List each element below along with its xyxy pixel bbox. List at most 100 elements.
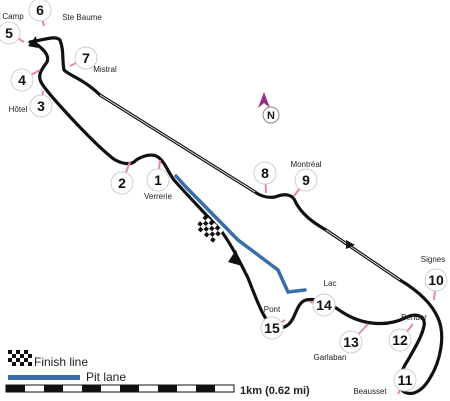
checker-square [199, 218, 206, 224]
checker-square [194, 224, 201, 230]
corner-number: 1 [154, 172, 162, 188]
checker-square [200, 229, 207, 235]
checker-square [28, 350, 32, 354]
corner-14: 14 Lac [309, 279, 337, 317]
corner-number: 12 [392, 332, 408, 348]
checker-square [20, 362, 24, 366]
legend: Finish line Pit lane 1km (0.62 mi) [5, 350, 310, 397]
corner-badge [74, 46, 98, 70]
checker-square [24, 362, 28, 366]
direction-arrow-start [228, 250, 242, 266]
corner-badge [29, 94, 53, 118]
corner-3: 3 Hôtel [9, 90, 53, 118]
scale-segment [158, 385, 177, 392]
checker-square [203, 231, 210, 238]
checker-square [209, 225, 215, 232]
scale-segment [82, 385, 101, 392]
scale-segment [6, 385, 25, 392]
checker-square [202, 214, 209, 221]
corner-badge [146, 168, 170, 192]
corner-name: Bendor [401, 313, 427, 322]
checker-square [12, 362, 16, 366]
legend-finish-icon [8, 350, 32, 366]
checker-square [20, 354, 24, 358]
checker-square [217, 227, 224, 234]
checker-square [215, 230, 221, 237]
corner-badge [294, 168, 318, 192]
corner-badge [339, 330, 363, 354]
corner-name: Mistral [93, 65, 117, 74]
checker-square [212, 228, 218, 234]
finish-line-flag [194, 214, 224, 243]
corner-number: 9 [302, 172, 310, 188]
corner-number: 7 [82, 50, 90, 66]
corner-number: 6 [36, 2, 44, 18]
corner-name: Hôtel [9, 105, 28, 114]
corner-number: 13 [343, 334, 359, 350]
checker-square [203, 226, 210, 232]
checker-square [197, 221, 203, 227]
corner-number: 8 [261, 165, 269, 181]
direction-arrow-mistral-straight [346, 240, 355, 249]
corner-badge [28, 0, 52, 22]
scale-segment [120, 385, 139, 392]
corner-number: 3 [37, 98, 45, 114]
corner-number: 4 [18, 72, 26, 88]
track-centerline [99, 94, 401, 281]
corner-number: 2 [118, 175, 126, 191]
checker-square [16, 354, 20, 358]
pit-lane [174, 174, 307, 294]
corner-number: 10 [428, 272, 444, 288]
checker-square [24, 354, 28, 358]
checker-square [208, 220, 215, 226]
corner-number: 5 [5, 25, 13, 41]
checker-square [20, 350, 24, 354]
checker-square [28, 358, 32, 362]
checker-square [16, 362, 20, 366]
checker-square [16, 350, 20, 354]
checker-square [20, 358, 24, 362]
corner-name: Ste Baume [62, 13, 102, 22]
scale-segment [196, 385, 215, 392]
corner-8: 8 [253, 161, 277, 194]
direction-arrow-top [28, 36, 38, 48]
corner-badge [253, 161, 277, 185]
checker-square [200, 223, 206, 230]
corner-number: 11 [398, 372, 413, 388]
corner-number: 15 [264, 320, 280, 336]
corner-name: Beausset [353, 387, 387, 396]
checker-square [209, 231, 216, 238]
corner-name: Signes [421, 255, 445, 264]
checker-square [16, 358, 20, 362]
checker-square [197, 226, 204, 233]
checker-square [12, 354, 16, 358]
corner-number: 14 [316, 297, 332, 313]
checker-square [8, 362, 12, 366]
corner-12: 12 Bendor [388, 313, 427, 352]
checker-square [202, 220, 209, 227]
checker-square [8, 350, 12, 354]
checker-square [205, 217, 212, 224]
corner-name: Lac [324, 279, 337, 288]
scale-bar [5, 384, 235, 393]
corner-badge [260, 316, 284, 340]
corner-badge [312, 293, 336, 317]
north-label: N [267, 110, 275, 122]
corner-badge [10, 68, 34, 92]
corner-name: Verrerie [144, 192, 173, 201]
corner-badge [424, 268, 448, 292]
corner-name: Garlaban [314, 353, 347, 362]
corner-4: 4 [10, 68, 41, 92]
track-outline [28, 36, 444, 396]
checker-square [206, 234, 213, 241]
north-arrow-icon [258, 92, 270, 108]
legend-pit-lane-swatch [8, 375, 80, 380]
checker-square [211, 222, 218, 229]
